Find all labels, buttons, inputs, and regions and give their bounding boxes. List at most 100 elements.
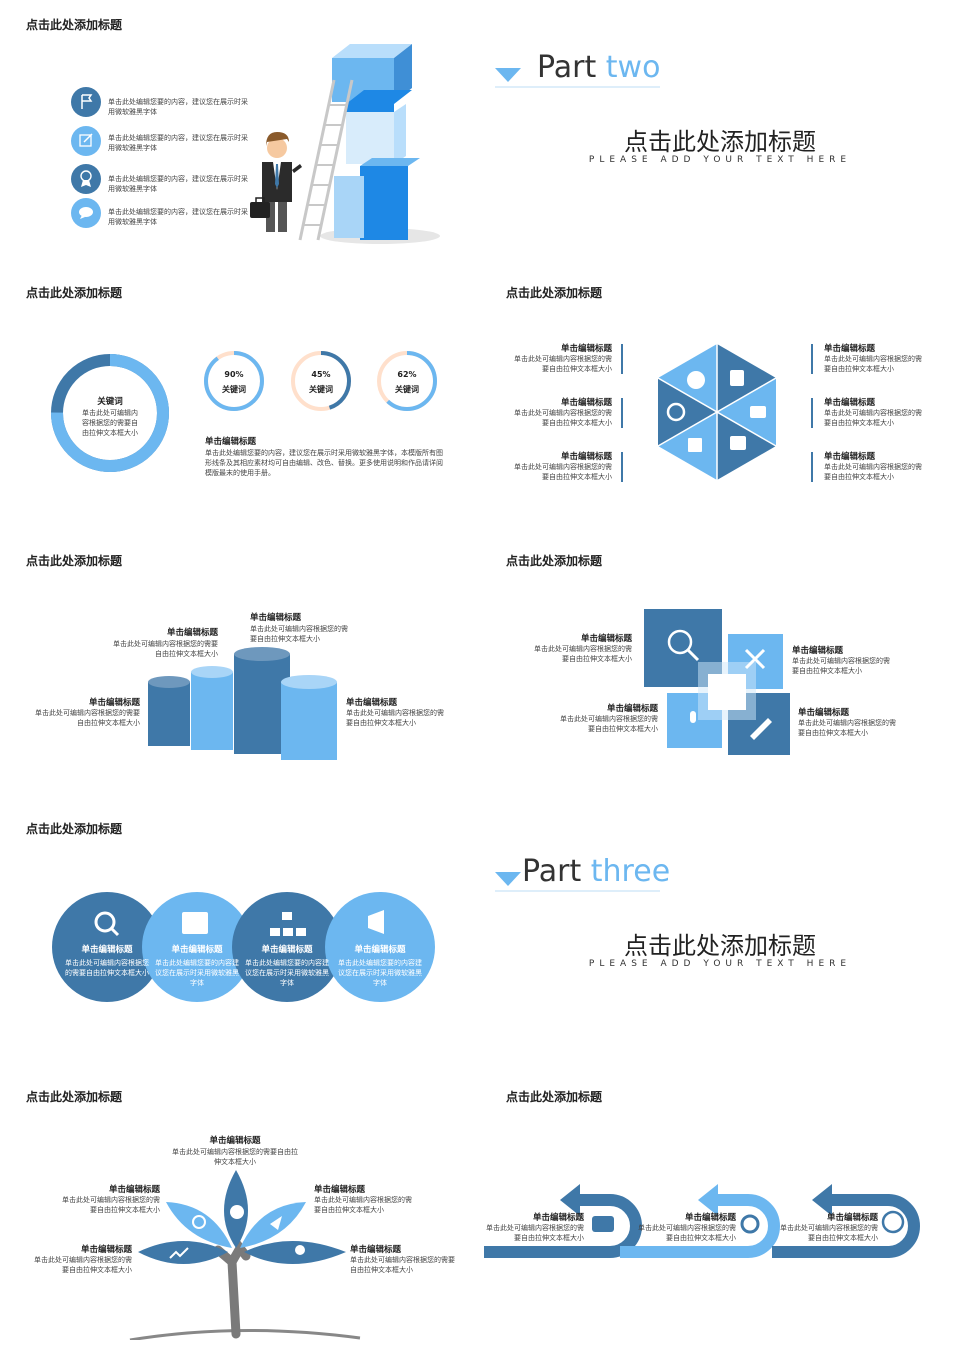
note-icon <box>688 438 702 452</box>
slide-title: 点击此处添加标题 <box>26 554 123 568</box>
section-title: 点击此处添加标题 <box>624 128 816 156</box>
search-icon <box>666 402 686 422</box>
section-decor <box>495 68 660 88</box>
cyl-heading-3: 单击编辑标题 <box>88 698 140 708</box>
cyl-text-4: 单击此处可编辑内容根据您的需要自由拉伸文本框大小 <box>346 709 444 727</box>
globe-icon <box>230 1205 244 1219</box>
list-text-3: 单击此处编辑您要的内容，建议您在展示时采用微软雅黑字体 <box>108 175 248 193</box>
sq-text-1: 单击此处可编辑内容根据您的需要自由拉伸文本框大小 <box>534 645 632 663</box>
arrow-text-2: 单击此处可编辑内容根据您的需要自由拉伸文本框大小 <box>638 1224 736 1242</box>
hex-text-1: 单击此处可编辑内容根据您的需要自由拉伸文本框大小 <box>514 355 612 373</box>
section-subtitle: PLEASE ADD YOUR TEXT HERE <box>588 959 852 969</box>
flag-icon <box>71 87 101 117</box>
section-word-part: Part <box>522 854 582 889</box>
body-heading: 单击编辑标题 <box>205 437 257 447</box>
circle-heading-3: 单击编辑标题 <box>261 945 313 955</box>
slide-circles: 点击此处添加标题 单击编辑标题 单击此处可编辑内容根据您的需要自由拉伸文本框大小… <box>0 804 480 1072</box>
leaf-text-1: 单击此处可编辑内容根据您的需要自由拉伸文本框大小 <box>172 1148 298 1166</box>
paper-plane-icon <box>270 1216 282 1230</box>
circle-text-2: 单击此处编辑您要的内容建议您在展示时采用微软雅黑字体 <box>155 959 239 987</box>
sq-heading-2: 单击编辑标题 <box>606 704 658 714</box>
bus-icon <box>750 406 766 418</box>
section-heading: Part three <box>522 854 670 890</box>
slide-title: 点击此处添加标题 <box>26 286 123 300</box>
hex-text-6: 单击此处可编辑内容根据您的需要自由拉伸文本框大小 <box>824 463 922 481</box>
cyl-heading-1: 单击编辑标题 <box>166 628 218 638</box>
target-icon <box>192 1215 206 1229</box>
browser-icon <box>730 436 746 450</box>
cyl-text-3: 单击此处可编辑内容根据您的需要自由拉伸文本框大小 <box>35 709 140 727</box>
hex-text-4: 单击此处可编辑内容根据您的需要自由拉伸文本框大小 <box>824 355 922 373</box>
ring-1-percent: 90% <box>224 370 244 379</box>
checklist-icon <box>730 370 744 386</box>
pencil-icon <box>750 718 772 740</box>
slide-progress: 点击此处添加标题 关键词 单击此处可编辑内容根据您的需要自由拉伸文本框大小 90… <box>0 268 480 536</box>
section-heading: Part two <box>537 50 660 86</box>
ring-3-label: 关键词 <box>395 385 419 394</box>
arrow-text-3: 单击此处可编辑内容根据您的需要自由拉伸文本框大小 <box>780 1224 878 1242</box>
toolbox-icon <box>592 1216 614 1232</box>
progress-rings <box>51 351 437 472</box>
tools-icon <box>744 648 766 670</box>
section-subtitle: PLEASE ADD YOUR TEXT HERE <box>588 155 852 165</box>
icon-list-graphic <box>71 44 440 244</box>
arrow-text-1: 单击此处可编辑内容根据您的需要自由拉伸文本框大小 <box>486 1224 584 1242</box>
section-word-number: two <box>605 50 661 85</box>
slide-title: 点击此处添加标题 <box>506 286 603 300</box>
sq-text-4: 单击此处可编辑内容根据您的需要自由拉伸文本框大小 <box>798 719 896 737</box>
slide-title: 点击此处添加标题 <box>26 822 123 836</box>
ring-3-percent: 62% <box>397 370 417 379</box>
slide-title: 点击此处添加标题 <box>26 18 123 32</box>
circles-graphic <box>52 892 435 1002</box>
leaf-heading-5: 单击编辑标题 <box>350 1245 402 1255</box>
slide-squares: 点击此处添加标题 单击编辑标题 单击此处可编辑内容根据您的需要自由拉伸文本框大小… <box>480 536 960 804</box>
hex-heading-5: 单击编辑标题 <box>824 398 876 408</box>
sq-heading-4: 单击编辑标题 <box>798 708 850 718</box>
list-text-4: 单击此处编辑您要的内容，建议您在展示时采用微软雅黑字体 <box>108 208 248 226</box>
ring-2-label: 关键词 <box>309 385 333 394</box>
sq-heading-3: 单击编辑标题 <box>792 646 844 656</box>
leaf-heading-1: 单击编辑标题 <box>209 1136 261 1146</box>
leaf-right-lower <box>244 1241 346 1264</box>
slide-title: 点击此处添加标题 <box>506 1090 603 1104</box>
sq-heading-1: 单击编辑标题 <box>580 634 632 644</box>
palette-icon <box>687 371 705 389</box>
search-icon <box>740 1214 760 1234</box>
leaf-left-upper <box>166 1202 232 1248</box>
chart-icon <box>169 1247 189 1259</box>
slide-title: 点击此处添加标题 <box>26 1090 123 1104</box>
leaf-text-3: 单击此处可编辑内容根据您的需要自由拉伸文本框大小 <box>314 1196 412 1214</box>
list-text-2: 单击此处编辑您要的内容，建议您在展示时采用微软雅黑字体 <box>108 134 248 152</box>
body-text: 单击此处编辑您要的内容，建议您在展示时采用微软雅黑字体，本模版所有图形线条及其相… <box>205 449 443 477</box>
donut-keyword: 关键词 <box>97 397 123 407</box>
search-icon <box>94 911 116 933</box>
cyl-heading-2: 单击编辑标题 <box>250 613 302 623</box>
slide-arrows: 点击此处添加标题 单击编辑标题 单击此处可编辑内容根据您的需要自由拉伸文本框大小… <box>480 1072 960 1340</box>
hex-heading-3: 单击编辑标题 <box>560 452 612 462</box>
team-icon <box>295 1245 305 1255</box>
calendar-icon <box>182 912 208 934</box>
leaf-text-2: 单击此处可编辑内容根据您的需要自由拉伸文本框大小 <box>62 1196 160 1214</box>
cyl-text-2: 单击此处可编辑内容根据您的需要自由拉伸文本框大小 <box>250 625 348 643</box>
ring-arc-3 <box>377 351 437 411</box>
hex-heading-1: 单击编辑标题 <box>560 344 612 354</box>
leaf-heading-4: 单击编辑标题 <box>80 1245 132 1255</box>
circle-text-3: 单击此处编辑您要的内容建议您在展示时采用微软雅黑字体 <box>245 959 329 987</box>
ring-2-percent: 45% <box>311 370 331 379</box>
donut-arc <box>51 354 169 472</box>
slide-tree: 点击此处添加标题 单击编辑标题 单击此处可编辑内容根据您的需要自由拉伸文本框大小… <box>0 1072 480 1340</box>
megaphone-icon <box>368 910 384 934</box>
circle-heading-1: 单击编辑标题 <box>81 945 133 955</box>
hierarchy-icon <box>270 912 306 936</box>
ring-arc-2 <box>291 351 351 411</box>
ring-arc-1 <box>204 351 264 411</box>
slide-title: 点击此处添加标题 <box>506 554 603 568</box>
24h-icon <box>881 1210 905 1234</box>
slide-cylinders: 点击此处添加标题 单击编辑标题 单击此处可编辑内容根据您的需要自由拉伸文本框大小… <box>0 536 480 804</box>
arrow-heading-2: 单击编辑标题 <box>684 1213 736 1223</box>
cyl-text-1: 单击此处可编辑内容根据您的需要自由拉伸文本框大小 <box>113 640 218 658</box>
hex-heading-6: 单击编辑标题 <box>824 452 876 462</box>
cylinder-graphic <box>148 647 337 760</box>
ring-1-label: 关键词 <box>222 385 246 394</box>
cyl-heading-4: 单击编辑标题 <box>346 698 398 708</box>
